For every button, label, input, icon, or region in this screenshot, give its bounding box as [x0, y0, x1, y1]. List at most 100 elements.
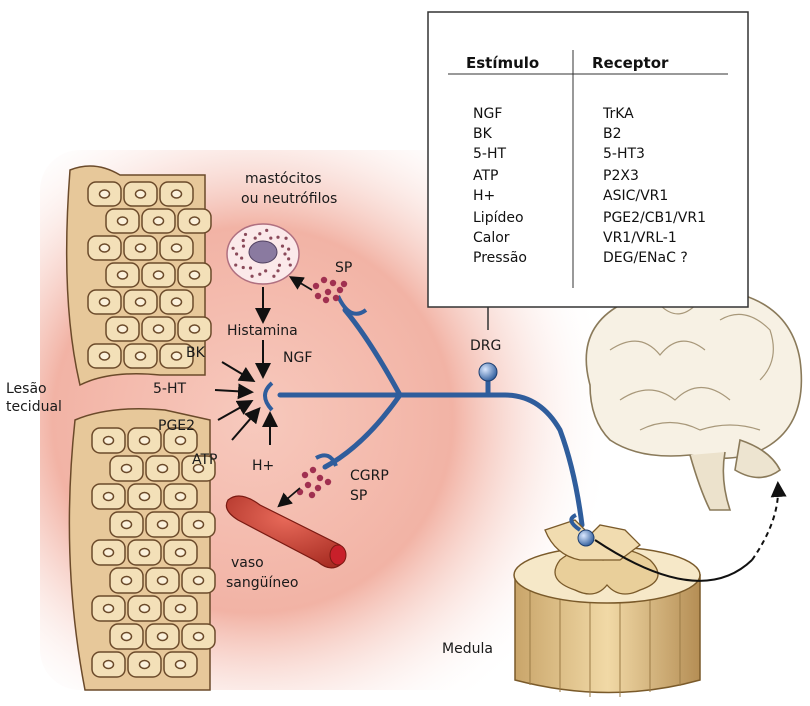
- table-stimulus-cell: Lipídeo: [473, 210, 524, 226]
- mast-granule: [264, 269, 267, 272]
- cell-nucleus: [100, 298, 110, 306]
- label-bk: BK: [186, 345, 206, 361]
- label-spinal-cord: Medula: [442, 641, 493, 657]
- mast-granule: [258, 273, 261, 276]
- granule: [325, 479, 331, 485]
- label-histamine: Histamina: [227, 323, 298, 339]
- granule: [310, 467, 316, 473]
- label-vessel-1: vaso: [231, 555, 264, 571]
- spinal-neuron: [578, 530, 594, 546]
- label-ngf: NGF: [283, 350, 312, 366]
- mast-granule: [276, 269, 279, 272]
- cell-nucleus: [158, 465, 168, 473]
- table-receptor-cell: P2X3: [603, 168, 639, 184]
- granule: [309, 492, 315, 498]
- cell-nucleus: [194, 577, 204, 585]
- cell-nucleus: [122, 577, 132, 585]
- table-header-stimulus: Estímulo: [466, 54, 539, 72]
- mast-granule: [242, 266, 245, 269]
- cell-nucleus: [190, 271, 200, 279]
- granule: [321, 277, 327, 283]
- table-stimulus-cell: H+: [473, 188, 495, 204]
- mast-granule: [281, 244, 284, 247]
- stimulus-receptor-table: Estímulo Receptor NGFBK5-HTATPH+LipídeoC…: [428, 12, 748, 330]
- cell-nucleus: [136, 352, 146, 360]
- cell-nucleus: [140, 605, 150, 613]
- table-receptor-cell: VR1/VRL-1: [603, 230, 677, 246]
- cell-nucleus: [140, 437, 150, 445]
- cell-nucleus: [194, 633, 204, 641]
- mast-granule: [242, 244, 245, 247]
- granule: [325, 289, 331, 295]
- cell-nucleus: [176, 661, 186, 669]
- mast-granule: [250, 275, 253, 278]
- label-cgrp: CGRP: [350, 468, 389, 484]
- cell-nucleus: [154, 325, 164, 333]
- cell-nucleus: [100, 190, 110, 198]
- granule: [341, 281, 347, 287]
- mast-granule: [278, 264, 281, 267]
- cell-nucleus: [122, 465, 132, 473]
- label-pge2: PGE2: [158, 418, 195, 434]
- cell-nucleus: [154, 217, 164, 225]
- table-receptor-cell: B2: [603, 126, 622, 142]
- mast-granule: [283, 252, 286, 255]
- mast-granule: [258, 232, 261, 235]
- drg-cell-body: [479, 363, 497, 381]
- cell-nucleus: [118, 271, 128, 279]
- granule: [315, 485, 321, 491]
- mast-granule: [231, 247, 234, 250]
- cell-nucleus: [172, 190, 182, 198]
- cell-nucleus: [172, 352, 182, 360]
- cell-nucleus: [100, 352, 110, 360]
- mast-granule: [240, 256, 243, 259]
- table-receptor-cell: DEG/ENaC ?: [603, 250, 688, 266]
- mast-cell: [227, 224, 299, 284]
- cell-nucleus: [100, 244, 110, 252]
- mast-granule: [287, 248, 290, 251]
- ascending-pathway: [752, 485, 778, 560]
- table-stimulus-cell: Calor: [473, 230, 510, 246]
- table-receptor-cell: ASIC/VR1: [603, 188, 668, 204]
- label-drg: DRG: [470, 338, 501, 354]
- granule: [305, 482, 311, 488]
- cell-nucleus: [158, 521, 168, 529]
- label-sp-bottom: SP: [350, 488, 367, 504]
- granule: [333, 295, 339, 301]
- label-vessel-2: sangüíneo: [226, 575, 298, 591]
- mast-granule: [287, 257, 290, 260]
- label-h-plus: H+: [252, 458, 274, 474]
- cell-nucleus: [176, 493, 186, 501]
- granule: [323, 297, 329, 303]
- mast-granule: [269, 237, 272, 240]
- label-5ht: 5-HT: [153, 381, 186, 397]
- cell-nucleus: [140, 661, 150, 669]
- granule: [330, 280, 336, 286]
- epithelium-lower: [69, 409, 215, 690]
- cell-nucleus: [136, 244, 146, 252]
- mast-granule: [276, 236, 279, 239]
- cell-nucleus: [194, 521, 204, 529]
- mast-granule: [242, 239, 245, 242]
- cell-nucleus: [136, 298, 146, 306]
- cell-nucleus: [104, 661, 114, 669]
- granule: [313, 283, 319, 289]
- granule: [337, 287, 343, 293]
- label-atp: ATP: [192, 452, 217, 468]
- table-stimulus-cell: ATP: [473, 168, 498, 184]
- cell-nucleus: [104, 549, 114, 557]
- mast-granule: [249, 266, 252, 269]
- mast-granule: [272, 275, 275, 278]
- label-tissue-injury-1: Lesão: [6, 381, 47, 397]
- mast-granule: [244, 233, 247, 236]
- mast-granule: [234, 263, 237, 266]
- mast-granule: [235, 252, 238, 255]
- granule: [302, 472, 308, 478]
- cell-nucleus: [176, 437, 186, 445]
- cell-nucleus: [154, 271, 164, 279]
- mast-granule: [289, 263, 292, 266]
- table-receptor-cell: PGE2/CB1/VR1: [603, 210, 706, 226]
- cell-nucleus: [158, 577, 168, 585]
